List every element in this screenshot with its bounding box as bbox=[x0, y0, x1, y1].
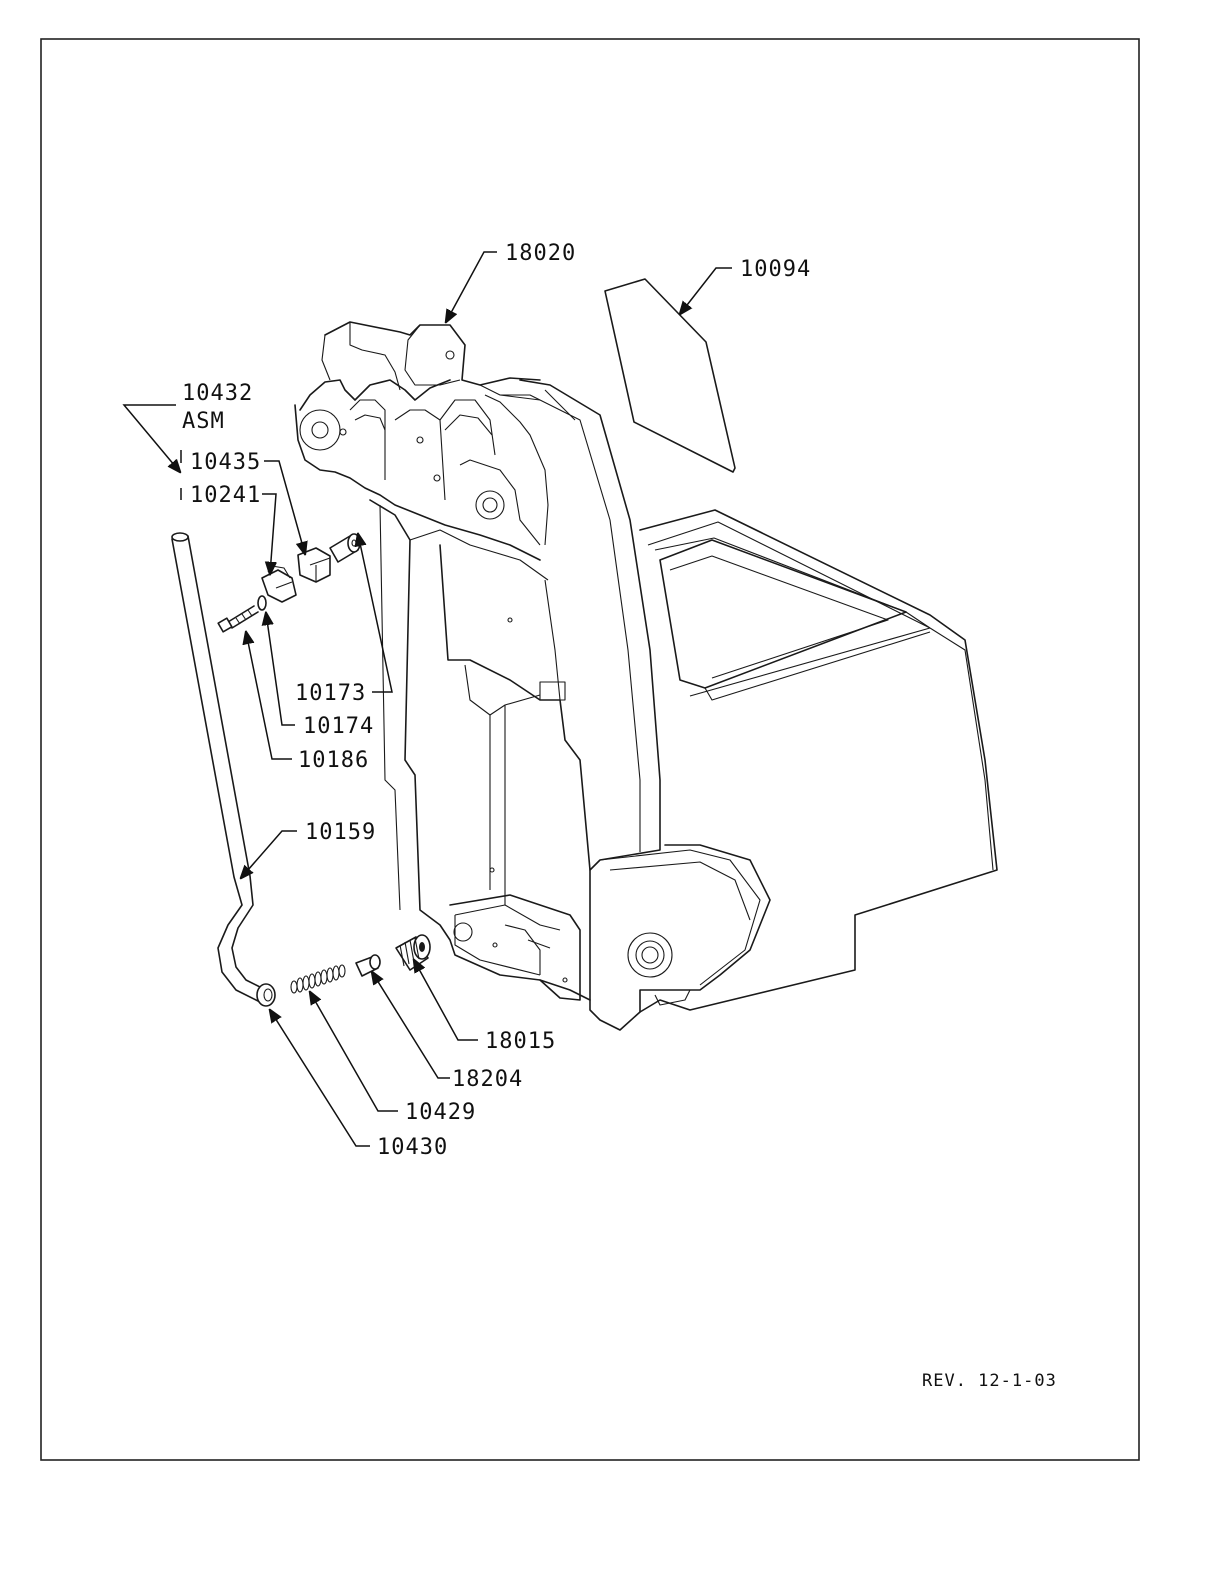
callout-10174: 10174 bbox=[303, 714, 374, 739]
drawing-border bbox=[41, 39, 1139, 1460]
callout-18204: 18204 bbox=[452, 1067, 523, 1092]
spring-10429 bbox=[291, 965, 345, 993]
callout-10435: 10435 bbox=[190, 450, 261, 475]
callout-10094: 10094 bbox=[740, 257, 811, 282]
callout-18020: 18020 bbox=[505, 241, 576, 266]
cover-plate-10094 bbox=[605, 279, 735, 472]
callout-10241: 10241 bbox=[190, 483, 261, 508]
revision-label: REV. 12-1-03 bbox=[922, 1371, 1057, 1391]
fitting-10430 bbox=[257, 984, 275, 1006]
callout-18015: 18015 bbox=[485, 1029, 556, 1054]
callout-10429: 10429 bbox=[405, 1100, 476, 1125]
callout-10186: 10186 bbox=[298, 748, 369, 773]
callout-10432: 10432 bbox=[182, 381, 253, 406]
callout-10173: 10173 bbox=[295, 681, 366, 706]
pin-18204 bbox=[356, 955, 380, 976]
callout-10432-asm: ASM bbox=[182, 409, 225, 434]
screw-10186 bbox=[218, 606, 258, 632]
tube-10159 bbox=[172, 533, 262, 1002]
threaded-bushing-18015 bbox=[396, 935, 430, 970]
bracket-10435 bbox=[298, 548, 330, 582]
callout-10430: 10430 bbox=[377, 1135, 448, 1160]
callout-10159: 10159 bbox=[305, 820, 376, 845]
rivet-10173 bbox=[330, 534, 360, 562]
clip-10241 bbox=[262, 566, 296, 602]
washer-10174 bbox=[258, 596, 266, 610]
